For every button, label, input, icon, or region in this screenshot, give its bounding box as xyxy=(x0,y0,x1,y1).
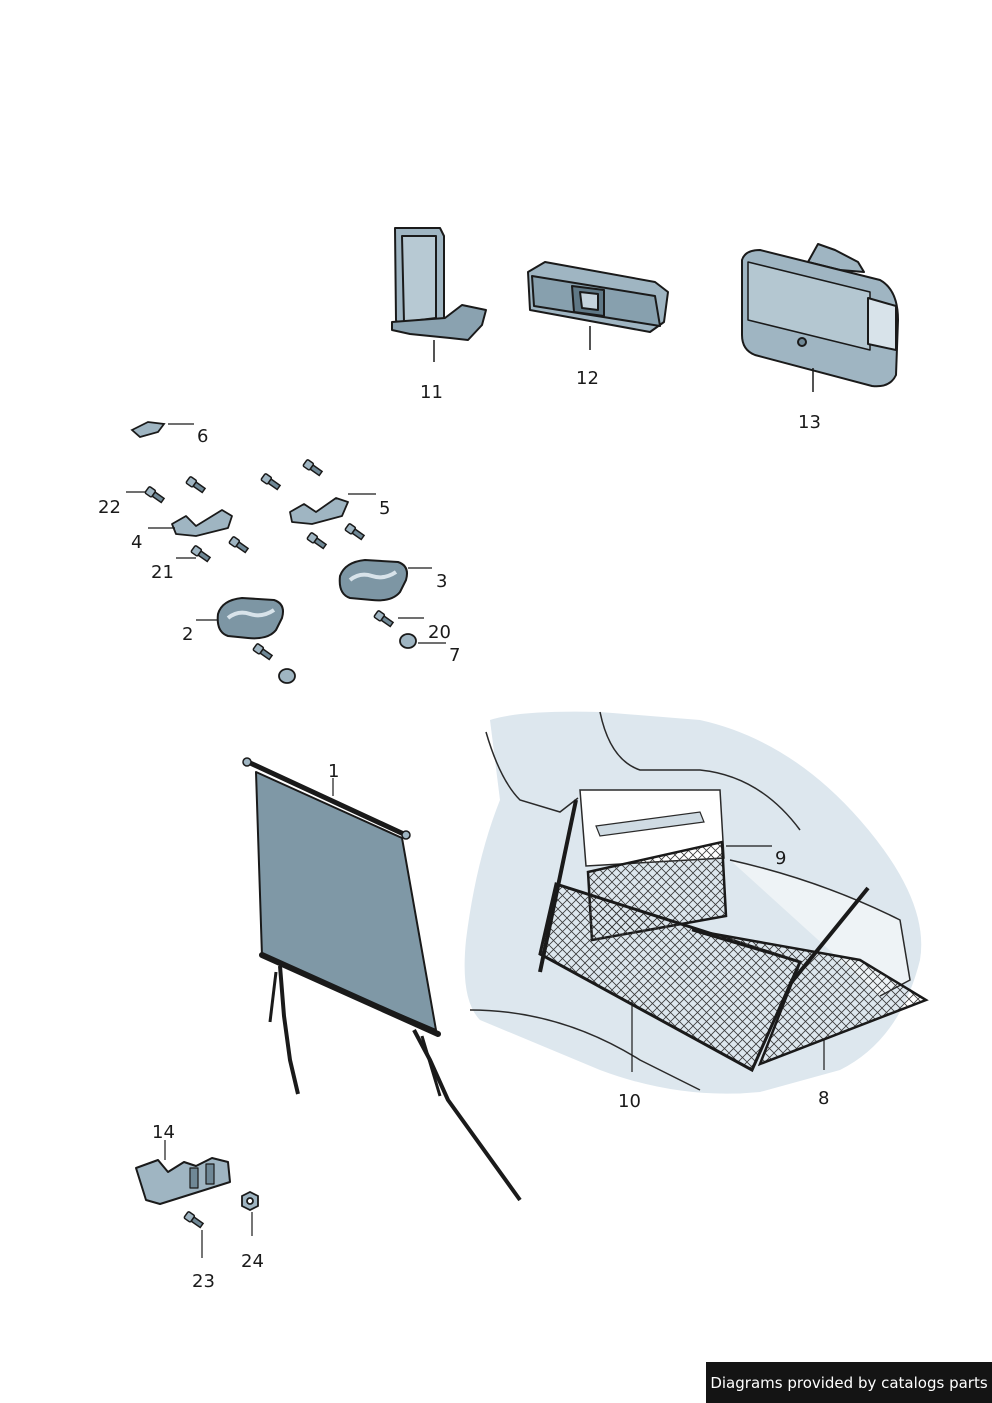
callout-21: 21 xyxy=(151,562,174,583)
callout-24: 24 xyxy=(241,1251,264,1272)
handle-part-3 xyxy=(338,559,432,602)
callout-4: 4 xyxy=(131,532,143,553)
handle-part-2 xyxy=(196,597,284,640)
roller-blind-part-1 xyxy=(242,757,522,1202)
callout-8: 8 xyxy=(818,1088,830,1109)
bracket-part-5 xyxy=(289,493,376,525)
credit-banner: Diagrams provided by catalogs parts xyxy=(706,1362,992,1403)
mount-bracket-part-14 xyxy=(135,1140,231,1205)
callout-23: 23 xyxy=(192,1271,215,1292)
callout-12: 12 xyxy=(576,368,599,389)
storage-bag-part-13 xyxy=(741,243,899,392)
caps-part-7 xyxy=(278,617,446,684)
adapter-part-12 xyxy=(527,261,669,350)
callout-10: 10 xyxy=(618,1091,641,1112)
bracket-part-4 xyxy=(126,491,233,559)
boot-interior-scene xyxy=(464,711,929,1094)
callout-6: 6 xyxy=(197,426,209,447)
phone-holder-part-11 xyxy=(391,227,487,362)
callout-20: 20 xyxy=(428,622,451,643)
callout-22: 22 xyxy=(98,497,121,518)
callout-5: 5 xyxy=(379,498,391,519)
clip-part-6 xyxy=(130,421,194,438)
callout-13: 13 xyxy=(798,412,821,433)
callout-1: 1 xyxy=(328,761,340,782)
callout-9: 9 xyxy=(775,848,787,869)
callout-11: 11 xyxy=(420,382,443,403)
nut-part-24 xyxy=(241,1190,259,1236)
callout-14: 14 xyxy=(152,1122,175,1143)
callout-2: 2 xyxy=(182,624,194,645)
callout-3: 3 xyxy=(436,571,448,592)
callout-7: 7 xyxy=(449,645,461,666)
